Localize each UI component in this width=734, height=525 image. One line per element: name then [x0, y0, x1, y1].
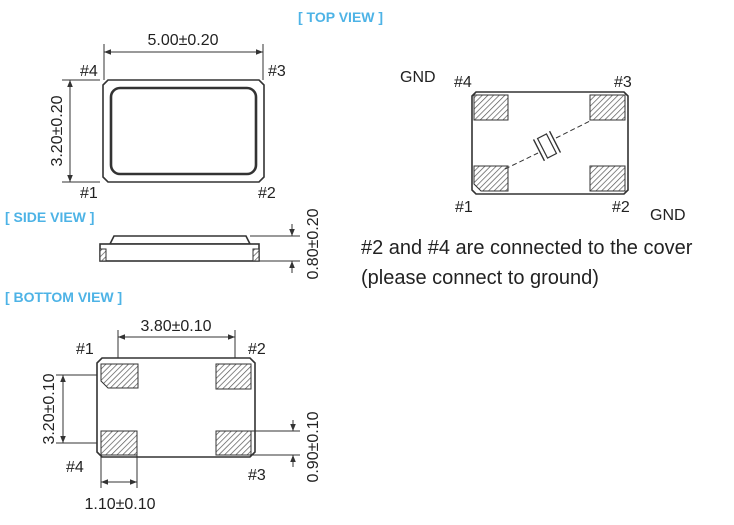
bottom-pad-2 — [215, 363, 252, 390]
schematic-pin2-label: #2 — [612, 199, 630, 216]
note-line-2: (please connect to ground) — [361, 267, 599, 289]
schematic-gnd-bottom-label: GND — [650, 207, 686, 224]
side-view-title: [ SIDE VIEW ] — [5, 209, 94, 225]
bottom-height-dimension: 3.20±0.10 — [41, 373, 58, 444]
schematic-pad-3 — [589, 94, 626, 121]
schematic-gnd-top-label: GND — [400, 69, 436, 86]
top-view-title: [ TOP VIEW ] — [298, 9, 383, 25]
bottom-pitch-dimension: 3.80±0.10 — [140, 318, 211, 335]
side-base — [99, 243, 260, 262]
top-view: [ TOP VIEW ] 5.00±0.20 3.20±0.20 #4 #3 #… — [49, 9, 383, 202]
side-pad-right — [252, 248, 260, 262]
schematic-pad-1 — [473, 165, 509, 192]
schematic-pad-2 — [589, 165, 626, 192]
note-line-1: #2 and #4 are connected to the cover — [361, 237, 693, 259]
schematic-pad-4 — [473, 94, 509, 121]
side-pad-left — [99, 248, 107, 262]
bottom-view-title: [ BOTTOM VIEW ] — [5, 289, 122, 305]
bottom-pad-4 — [100, 430, 138, 456]
top-height-dimension: 3.20±0.20 — [49, 95, 66, 166]
crystal-symbol — [532, 130, 562, 162]
bottom-pad-3 — [215, 430, 252, 456]
bottom-view: [ BOTTOM VIEW ] 3.80±0.10 3.20±0.10 1.10… — [5, 289, 322, 513]
bottom-pin2-label: #2 — [248, 341, 266, 358]
connection-note: #2 and #4 are connected to the cover (pl… — [361, 237, 693, 289]
schematic-pin1-label: #1 — [455, 199, 473, 216]
bottom-pin4-label: #4 — [66, 459, 84, 476]
top-lid-outline — [109, 86, 258, 176]
side-lid — [108, 235, 252, 245]
bottom-pad-width-dimension: 1.10±0.10 — [84, 496, 155, 513]
top-pin4-label: #4 — [80, 63, 98, 80]
bottom-pad-height-dimension: 0.90±0.10 — [305, 411, 322, 482]
bottom-pin1-label: #1 — [76, 341, 94, 358]
top-pin2-label: #2 — [258, 185, 276, 202]
side-thickness-dimension: 0.80±0.20 — [305, 208, 322, 279]
bottom-pad-1 — [100, 363, 139, 389]
top-pin3-label: #3 — [268, 63, 286, 80]
side-view: [ SIDE VIEW ] 0.80±0.20 — [5, 208, 322, 279]
top-package-outline — [102, 79, 265, 183]
schematic-pin3-label: #3 — [614, 74, 632, 91]
top-width-dimension: 5.00±0.20 — [147, 32, 218, 49]
pin-schematic: GND #4 #3 #1 #2 GND — [400, 69, 686, 224]
top-pin1-label: #1 — [80, 185, 98, 202]
bottom-pin3-label: #3 — [248, 467, 266, 484]
schematic-pin4-label: #4 — [454, 74, 472, 91]
